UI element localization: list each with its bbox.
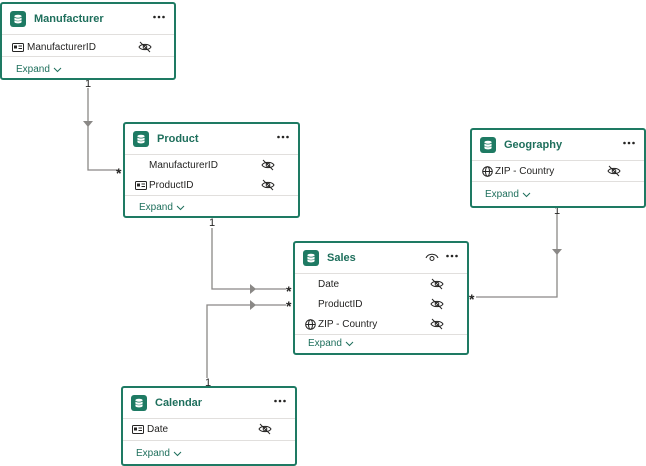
more-options-icon[interactable] [622, 137, 636, 149]
cardinality-one: 1 [85, 78, 92, 90]
expand-button[interactable]: Expand [136, 448, 182, 459]
link-calendar-sales [206, 304, 286, 378]
divider [123, 440, 295, 441]
filter-arrow-down [83, 121, 93, 127]
expand-button[interactable]: Expand [16, 64, 62, 75]
card-header[interactable]: Product [125, 124, 298, 155]
cardinality-many: * [286, 298, 292, 314]
more-options-icon[interactable] [273, 395, 287, 407]
field-name: ManufacturerID [149, 159, 218, 171]
field-row[interactable]: ZIP - Country [472, 161, 644, 181]
id-card-icon [12, 42, 24, 52]
more-options-icon[interactable] [445, 250, 459, 262]
card-header[interactable]: Manufacturer [2, 4, 174, 35]
card-header[interactable]: Geography [472, 130, 644, 161]
table-title: Product [157, 133, 199, 145]
link-manufacturer-product [87, 88, 118, 171]
field-row[interactable]: ProductID [125, 175, 298, 195]
table-icon [303, 250, 319, 266]
expand-label: Expand [16, 64, 50, 75]
hidden-eye-icon[interactable] [430, 298, 444, 310]
chevron-down-icon [345, 341, 354, 346]
divider [295, 334, 467, 335]
cardinality-one: 1 [205, 377, 212, 389]
table-icon [10, 11, 26, 27]
link-geography-sales [476, 214, 558, 298]
expand-label: Expand [485, 189, 519, 200]
field-name: ZIP - Country [495, 165, 555, 177]
table-title: Calendar [155, 397, 203, 409]
field-name: Date [147, 423, 169, 435]
card-header[interactable]: Calendar [123, 388, 295, 419]
field-row[interactable]: ZIP - Country [295, 314, 467, 334]
link-product-sales [211, 228, 286, 290]
expand-button[interactable]: Expand [485, 189, 531, 200]
table-card-product[interactable]: Product ManufacturerID ProductID Expand [123, 122, 300, 218]
id-card-icon [132, 424, 144, 434]
chevron-down-icon [53, 67, 62, 72]
field-name: Date [318, 278, 340, 290]
table-icon [480, 137, 496, 153]
cardinality-many: * [469, 291, 475, 307]
field-row[interactable]: ManufacturerID [125, 155, 298, 175]
more-options-icon[interactable] [276, 131, 290, 143]
expand-label: Expand [139, 202, 173, 213]
field-name: ManufacturerID [27, 41, 96, 53]
cardinality-many: * [116, 165, 122, 181]
table-card-geography[interactable]: Geography ZIP - Country Expand [470, 128, 646, 208]
divider [125, 195, 298, 196]
hidden-eye-icon[interactable] [261, 159, 275, 171]
table-card-calendar[interactable]: Calendar Date Expand [121, 386, 297, 466]
hidden-eye-icon[interactable] [138, 41, 152, 53]
divider [2, 56, 174, 57]
field-row[interactable]: Date [295, 274, 467, 294]
chevron-down-icon [173, 451, 182, 456]
hidden-eye-icon[interactable] [430, 278, 444, 290]
filter-arrow-right [250, 300, 256, 310]
expand-label: Expand [308, 338, 342, 349]
hidden-eye-icon[interactable] [430, 318, 444, 330]
cardinality-one: 1 [209, 217, 216, 229]
table-icon [133, 131, 149, 147]
more-options-icon[interactable] [152, 11, 166, 23]
field-name: ProductID [149, 179, 194, 191]
cardinality-one: 1 [554, 205, 561, 217]
filter-arrow-down [552, 249, 562, 255]
table-title: Sales [327, 252, 356, 264]
globe-icon [304, 318, 316, 330]
field-name: ZIP - Country [318, 318, 378, 330]
id-card-icon [135, 180, 147, 190]
cardinality-many: * [286, 283, 292, 299]
expand-label: Expand [136, 448, 170, 459]
table-title: Geography [504, 139, 563, 151]
expand-button[interactable]: Expand [308, 338, 354, 349]
field-name: ProductID [318, 298, 363, 310]
field-row[interactable]: Date [123, 419, 295, 439]
globe-icon [481, 165, 493, 177]
table-icon [131, 395, 147, 411]
eye-icon[interactable] [425, 251, 439, 263]
field-row[interactable]: ProductID [295, 294, 467, 314]
table-title: Manufacturer [34, 13, 104, 25]
card-header[interactable]: Sales [295, 243, 467, 274]
hidden-eye-icon[interactable] [607, 165, 621, 177]
chevron-down-icon [522, 192, 531, 197]
table-card-sales[interactable]: Sales Date ProductID ZIP - Country Expan… [293, 241, 469, 355]
field-row[interactable]: ManufacturerID [2, 37, 174, 57]
hidden-eye-icon[interactable] [258, 423, 272, 435]
expand-button[interactable]: Expand [139, 202, 185, 213]
chevron-down-icon [176, 205, 185, 210]
hidden-eye-icon[interactable] [261, 179, 275, 191]
filter-arrow-right [250, 284, 256, 294]
divider [472, 181, 644, 182]
table-card-manufacturer[interactable]: Manufacturer ManufacturerID Expand [0, 2, 176, 80]
